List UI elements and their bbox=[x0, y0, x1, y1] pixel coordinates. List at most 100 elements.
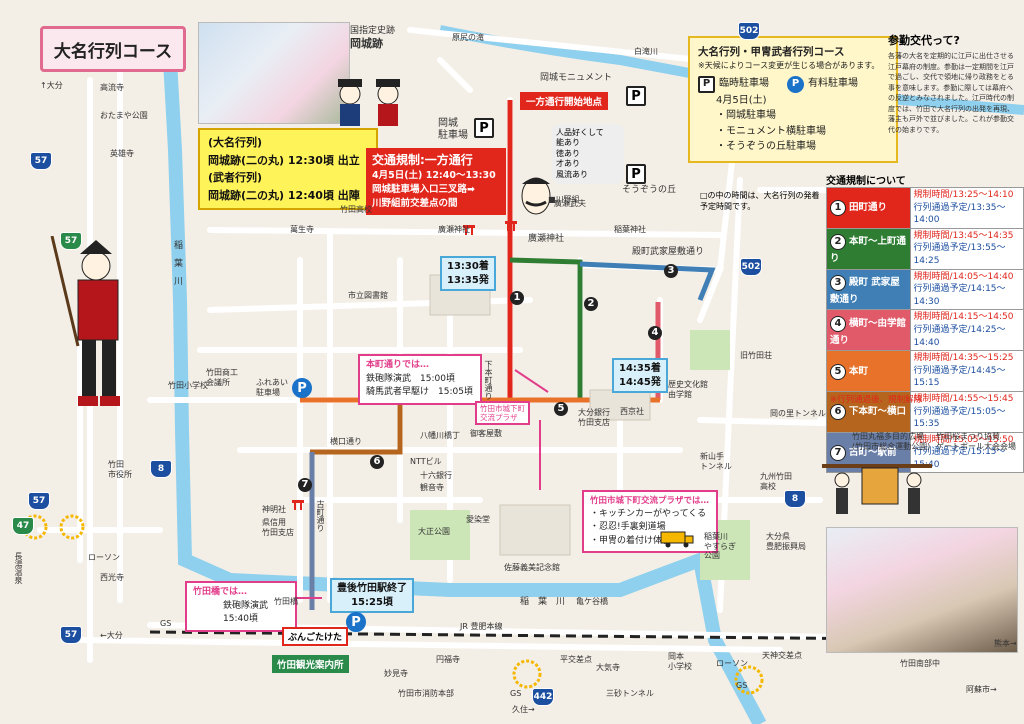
label-ntt: NTTビル bbox=[410, 457, 442, 466]
plaza-item-2: ・忍忍!手裏剣道場 bbox=[590, 522, 666, 533]
label-kawano: ■川野組 bbox=[548, 195, 580, 204]
label-enpukuji: 円福寺 bbox=[436, 655, 460, 664]
label-kyu-takeda: 九州竹田 高校 bbox=[760, 472, 792, 491]
route-8-shield-a: 8 bbox=[150, 460, 172, 478]
station-name: ぶんごたけた bbox=[282, 627, 349, 646]
label-shinmeisha: 神明社 bbox=[262, 505, 286, 514]
traffic-restriction-box: 交通規制:一方通行 4月5日(土) 12:40〜13:30 岡城駐車場入口三叉路… bbox=[366, 148, 506, 215]
regulation-time: 規制時間/14:05〜14:40 bbox=[913, 271, 1014, 282]
time-box-note: □の中の時間は、大名行列の発着予定時間です。 bbox=[700, 191, 820, 212]
traffic-title: 交通規制:一方通行 bbox=[372, 153, 473, 167]
traffic-date: 4月5日(土) 12:40〜13:30 bbox=[372, 170, 496, 182]
label-kannonji: 観音寺 bbox=[420, 483, 444, 492]
speech-line-3: 徳あり bbox=[556, 148, 580, 158]
label-takeda-hs: 竹田高校 bbox=[340, 205, 372, 214]
paid-parking-icon: P bbox=[787, 75, 804, 93]
label-goyashiki: 御客屋敷 bbox=[470, 429, 502, 438]
label-furumachi: 古町通り bbox=[316, 500, 325, 532]
label-shiyakusho: 竹田 市役所 bbox=[108, 460, 132, 479]
procession-pass-time: 行列通過予定/14:25〜14:40 bbox=[913, 324, 1006, 348]
label-tonomachi: 殿町武家屋敷通り bbox=[632, 247, 705, 257]
regulation-segment-name: 田町通り bbox=[849, 202, 888, 214]
label-shinyamate: 新山手 トンネル bbox=[700, 452, 732, 471]
bridge-callout: 竹田橋では… 鉄砲隊演武 15:40頃 bbox=[185, 581, 297, 632]
legend-box: 大名行列・甲冑武者行列コース ※天候によりコース変更が生じる場合があります。 P… bbox=[688, 36, 898, 163]
regulation-times: 規制時間/13:45〜14:35 行列通過予定/13:55〜14:25 bbox=[909, 227, 1024, 270]
label-manshoji: 萬生寺 bbox=[290, 225, 314, 234]
label-eiyuji: 英雄寺 bbox=[110, 149, 134, 158]
speech-line-5: 風流あり bbox=[556, 169, 588, 179]
temp-parking-label: 臨時駐車場 bbox=[719, 78, 769, 90]
schedule-line-4: 岡城跡(二の丸) 12:40頃 出陣 bbox=[208, 188, 360, 202]
hirose-portrait-illustration bbox=[521, 177, 551, 215]
regulation-segment-name: 殿町 武家屋敷通り bbox=[830, 276, 900, 305]
procession-pass-time: 行列通過予定/13:35〜14:00 bbox=[913, 202, 1006, 226]
regulation-time: 規制時間/13:45〜14:35 bbox=[913, 230, 1014, 241]
route-num-2: 2 bbox=[584, 297, 598, 311]
regulation-segment-number: 7 bbox=[830, 445, 846, 462]
okajo-parking-icon: P bbox=[474, 118, 494, 138]
label-takeda-bashi: 竹田橋 bbox=[274, 597, 298, 606]
route-8-shield-b: 8 bbox=[784, 490, 806, 508]
label-kameya-bashi: 亀ケ谷橋 bbox=[576, 597, 608, 606]
regulation-times: 規制時間/13:25〜14:10 行列通過予定/13:35〜14:00 bbox=[909, 187, 1024, 229]
label-tamachi: 下本町通り bbox=[484, 360, 493, 400]
route-57-shield-b: 57 bbox=[60, 232, 82, 250]
castle-caption-sub: 国指定史跡 bbox=[350, 26, 396, 36]
label-nishi-ginko: 西京社 bbox=[620, 407, 644, 416]
hirose-name: 廣瀬武夫 bbox=[554, 199, 586, 208]
route-num-7: 7 bbox=[298, 478, 312, 492]
regulation-segment-number: 4 bbox=[830, 315, 846, 332]
label-gs-1: GS bbox=[510, 689, 522, 698]
sozou-parking-icon: P bbox=[626, 164, 646, 184]
regulation-segment-name: 古町〜駅前 bbox=[849, 447, 897, 459]
regulation-time: 規制時間/13:25〜14:10 bbox=[913, 190, 1014, 200]
label-kyuchikuden: 旧竹田荘 bbox=[740, 351, 772, 360]
plaza-item-3: ・甲冑の着付け体験 bbox=[590, 535, 672, 546]
regulation-time: 規制時間/15:05〜15:50 bbox=[913, 434, 1014, 445]
route-57-shield-d: 57 bbox=[60, 626, 82, 644]
procession-pass-time: 行列通過予定/13:55〜14:25 bbox=[913, 243, 1006, 266]
festival-photo bbox=[826, 527, 1018, 653]
route-num-4: 4 bbox=[648, 326, 662, 340]
hirose-speech-bubble: 人品好くして 能あり 徳あり 才あり 風流あり bbox=[552, 124, 624, 184]
label-gs-2: GS bbox=[160, 619, 172, 628]
label-ooita-bank: 大分銀行 竹田支店 bbox=[578, 408, 610, 427]
regulation-title: 交通規制について bbox=[826, 176, 906, 187]
speech-line-4: 才あり bbox=[556, 159, 580, 169]
label-inaba-river-2: 稲 葉 川 bbox=[520, 597, 566, 607]
label-inaba-park: 稲葉川 やすらぎ 公園 bbox=[704, 532, 736, 561]
station-end-box: 豊後竹田駅終了 15:25頃 bbox=[330, 578, 414, 613]
label-gate: 竹田桜まつり協賛 ゲートボール大会会場 bbox=[936, 432, 1016, 451]
regulation-segment-name: 横町〜由学館通り bbox=[830, 317, 907, 346]
route-num-6: 6 bbox=[370, 455, 384, 469]
procession-pass-time: 行列通過予定/15:05〜15:35 bbox=[913, 406, 1006, 430]
label-oka-es: 岡本 小学校 bbox=[668, 652, 692, 671]
route-502-shield-a: 502 bbox=[738, 22, 760, 40]
hirose-shrine-label: 廣瀬神社 bbox=[528, 234, 565, 244]
monument-parking-icon: P bbox=[626, 86, 646, 106]
schedule-line-1: (大名行列) bbox=[208, 136, 263, 149]
label-ooita-left: ←大分 bbox=[100, 631, 123, 640]
plaza-item-1: ・キッチンカーがやってくる bbox=[590, 508, 707, 519]
legend-note: ※天候によりコース変更が生じる場合があります。 bbox=[698, 61, 880, 71]
station-parking-icon: P bbox=[346, 612, 366, 632]
label-takeda-minami: 竹田南部中 bbox=[900, 659, 940, 668]
kitchen-car-icon bbox=[660, 531, 694, 548]
route-442-shield: 442 bbox=[532, 688, 554, 706]
label-myokenji: 妙見寺 bbox=[384, 669, 408, 678]
procession-pass-time: 行列通過予定/14:15〜14:30 bbox=[913, 284, 1006, 307]
regulation-footnote: ※行列通過後、規制解除 bbox=[830, 395, 923, 405]
legend-title: 大名行列・甲冑武者行列コース bbox=[698, 46, 845, 58]
timebox-yugakukan: 14:35着 14:45発 bbox=[612, 358, 668, 393]
okajo-monument-label: 岡城モニュメント bbox=[540, 73, 613, 83]
palanquin-illustration bbox=[822, 464, 932, 514]
